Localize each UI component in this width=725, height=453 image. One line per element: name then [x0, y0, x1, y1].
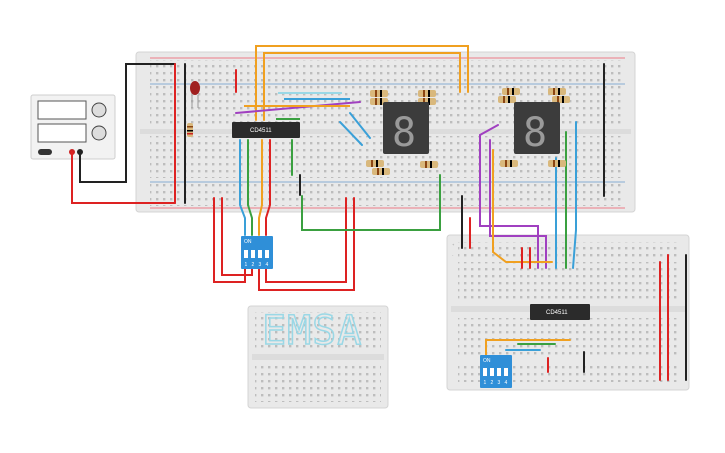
power-supply[interactable] — [30, 94, 116, 160]
dip-secondary-toggle-1[interactable] — [483, 368, 487, 376]
dip-switch-main[interactable]: ON 1 2 3 4 — [241, 236, 273, 269]
rail-minus-label: - — [452, 252, 454, 257]
dip-main-pos-4: 4 — [266, 262, 269, 268]
rail-plus-label: + — [452, 242, 455, 247]
seven-segment-right[interactable]: 8 — [514, 102, 560, 156]
emsa-logo-text: EMSA — [262, 308, 362, 354]
dip-main-toggle-3[interactable] — [258, 250, 262, 258]
logo-breadboard: EMSA — [247, 305, 389, 409]
dip-main-toggle-1[interactable] — [244, 250, 248, 258]
dip-main-pos-2: 2 — [252, 262, 255, 268]
dip-secondary-toggle-2[interactable] — [490, 368, 494, 376]
dip-main-pos-1: 1 — [245, 262, 248, 268]
dip-secondary-pos-4: 4 — [505, 380, 508, 386]
wires — [71, 45, 687, 381]
dip-switch-secondary[interactable]: ON 1 2 3 4 — [480, 355, 512, 388]
decoder-chip-main[interactable]: CD4511 — [232, 122, 300, 138]
dip-main-toggle-4[interactable] — [265, 250, 269, 258]
decoder-chip-main-label: CD4511 — [250, 128, 272, 134]
dip-secondary-on-label: ON — [483, 358, 491, 364]
seven-segment-left-digit: 8 — [392, 110, 416, 156]
dip-secondary-toggle-3[interactable] — [497, 368, 501, 376]
red-led[interactable] — [190, 81, 200, 108]
dip-main-on-label: ON — [244, 239, 252, 245]
decoder-chip-secondary-label: CD4511 — [546, 310, 568, 316]
dip-secondary-pos-1: 1 — [484, 380, 487, 386]
dip-secondary-toggle-4[interactable] — [504, 368, 508, 376]
dip-secondary-pos-3: 3 — [498, 380, 501, 386]
resistor-led — [187, 123, 193, 137]
dip-main-toggle-2[interactable] — [251, 250, 255, 258]
decoder-chip-secondary[interactable]: CD4511 — [530, 304, 590, 320]
dip-secondary-pos-2: 2 — [491, 380, 494, 386]
resistor-group-right — [498, 88, 570, 167]
dip-main-pos-3: 3 — [259, 262, 262, 268]
jumper-bars — [244, 92, 350, 120]
seven-segment-left[interactable]: 8 — [383, 102, 429, 156]
seven-segment-right-digit: 8 — [523, 110, 547, 156]
resistors — [187, 88, 570, 175]
